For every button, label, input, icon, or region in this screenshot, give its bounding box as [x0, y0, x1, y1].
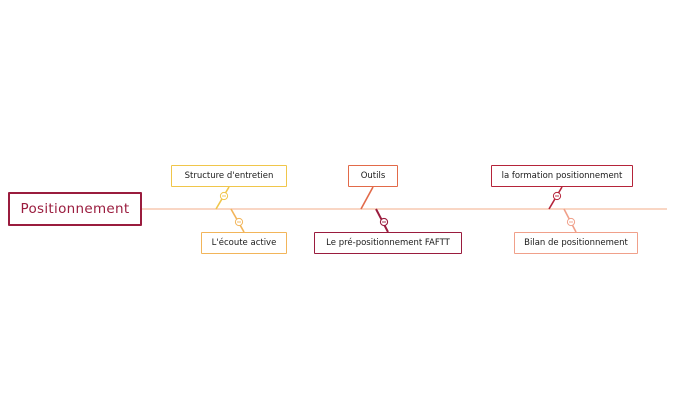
- toggle-structure-entretien[interactable]: [219, 191, 229, 201]
- branch-outils: [360, 186, 374, 210]
- toggle-bilan[interactable]: [566, 217, 576, 227]
- topic-label: Le pré-positionnement FAFTT: [326, 238, 450, 248]
- topic-label: L'écoute active: [211, 238, 277, 248]
- topic-ecoute-active[interactable]: L'écoute active: [201, 232, 287, 254]
- topic-formation-positionnement[interactable]: la formation positionnement: [491, 165, 633, 187]
- toggle-ecoute-active[interactable]: [234, 217, 244, 227]
- root-topic[interactable]: Positionnement: [8, 192, 142, 226]
- topic-label: la formation positionnement: [501, 171, 623, 181]
- topic-structure-entretien[interactable]: Structure d'entretien: [171, 165, 287, 187]
- toggle-pre-positionnement[interactable]: [379, 217, 389, 227]
- topic-pre-positionnement-faftt[interactable]: Le pré-positionnement FAFTT: [314, 232, 462, 254]
- toggle-formation[interactable]: [552, 191, 562, 201]
- topic-outils[interactable]: Outils: [348, 165, 398, 187]
- topic-label: Bilan de positionnement: [524, 238, 628, 248]
- topic-bilan-positionnement[interactable]: Bilan de positionnement: [514, 232, 638, 254]
- topic-label: Outils: [360, 171, 386, 181]
- topic-label: Structure d'entretien: [184, 171, 274, 181]
- root-topic-label: Positionnement: [20, 201, 130, 217]
